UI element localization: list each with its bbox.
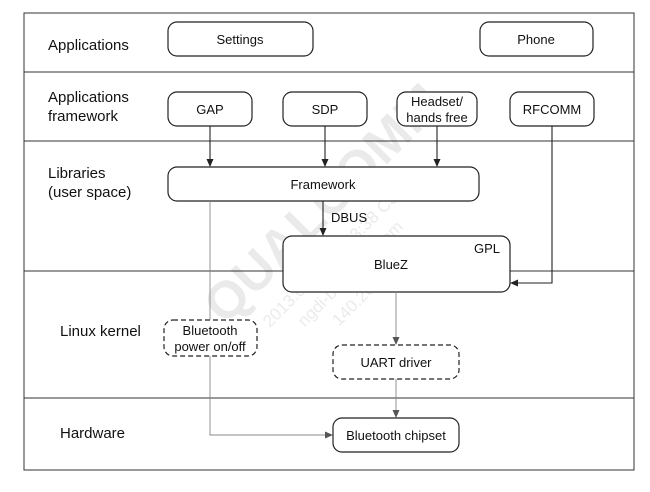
rfcomm-label: RFCOMM [523, 102, 582, 117]
layer-label-libraries-1: Libraries [48, 165, 106, 182]
phone-label: Phone [517, 32, 555, 47]
gap-label: GAP [196, 102, 223, 117]
chipset-label: Bluetooth chipset [346, 428, 446, 443]
layer-label-framework-1: Applications [48, 89, 129, 106]
bluez-label: BlueZ [374, 257, 408, 272]
layer-label-hardware: Hardware [60, 425, 125, 442]
uart-label: UART driver [360, 355, 432, 370]
sdp-label: SDP [312, 102, 339, 117]
layer-label-framework-2: framework [48, 108, 119, 125]
bt-power-box [163, 319, 258, 357]
phone-box [479, 21, 594, 57]
settings-label: Settings [217, 32, 264, 47]
chipset-box [332, 417, 460, 453]
outer-frame [23, 12, 635, 471]
layer-label-libraries-2: (user space) [48, 184, 131, 201]
uart-box [332, 344, 460, 380]
framework-label: Framework [290, 177, 356, 192]
headset-label-1: Headset/ [411, 94, 463, 109]
arrow-rfcomm-bluez [510, 126, 553, 287]
dbus-label: DBUS [331, 210, 367, 225]
bluez-box [282, 235, 511, 293]
settings-box [167, 21, 314, 57]
headset-label-2: hands free [406, 110, 467, 125]
bt-power-label-1: Bluetooth [183, 323, 238, 338]
bt-power-label-2: power on/off [174, 339, 246, 354]
layer-label-applications: Applications [48, 37, 129, 54]
line-power-chipset [209, 356, 333, 439]
layer-label-kernel: Linux kernel [60, 323, 141, 340]
gpl-label: GPL [474, 241, 500, 256]
